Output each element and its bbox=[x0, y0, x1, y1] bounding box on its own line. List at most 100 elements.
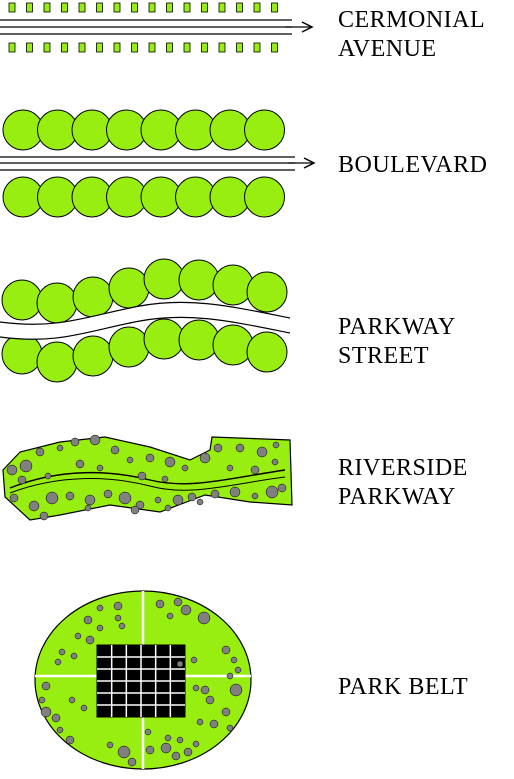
planter bbox=[61, 2, 68, 13]
boulder bbox=[180, 604, 192, 616]
tree bbox=[246, 331, 288, 373]
tree bbox=[143, 258, 185, 300]
boulder bbox=[96, 464, 104, 472]
boulder bbox=[41, 681, 51, 691]
boulder bbox=[118, 491, 132, 505]
boulder bbox=[19, 459, 33, 473]
boulder bbox=[221, 707, 231, 717]
boulder bbox=[89, 434, 101, 446]
boulder bbox=[68, 696, 76, 704]
park-belt-label: PARK BELT bbox=[338, 674, 469, 700]
boulder bbox=[271, 458, 279, 466]
tree bbox=[178, 259, 220, 301]
planter bbox=[166, 2, 173, 13]
tree bbox=[36, 282, 78, 324]
parkway-street-illustration bbox=[0, 258, 291, 383]
boulder bbox=[17, 475, 27, 485]
river-channel bbox=[9, 476, 286, 494]
boulder bbox=[210, 489, 220, 499]
tree bbox=[1, 333, 43, 375]
boulder bbox=[118, 622, 126, 630]
boulder bbox=[144, 728, 152, 736]
park-belt-illustration bbox=[34, 590, 252, 770]
boulder bbox=[234, 666, 242, 674]
boulder bbox=[96, 604, 104, 612]
tree bbox=[244, 176, 285, 218]
planter bbox=[253, 2, 261, 13]
boulder bbox=[272, 441, 280, 449]
boulder bbox=[58, 648, 66, 656]
boulder bbox=[127, 757, 137, 767]
planter bbox=[218, 42, 226, 53]
boulder bbox=[84, 504, 92, 512]
planter bbox=[26, 2, 33, 13]
boulder bbox=[96, 624, 104, 632]
boulder bbox=[277, 483, 287, 493]
boulder bbox=[154, 496, 162, 504]
boulder bbox=[38, 696, 46, 704]
boulder bbox=[229, 683, 243, 697]
tree bbox=[244, 109, 285, 151]
boulder bbox=[40, 706, 52, 718]
planter bbox=[96, 2, 103, 13]
boulevard-illustration bbox=[0, 109, 316, 218]
planter bbox=[8, 2, 16, 13]
ceremonial-avenue-label-line2: AVENUE bbox=[338, 36, 437, 62]
boulder bbox=[205, 695, 215, 705]
boulder bbox=[265, 485, 279, 499]
boulder bbox=[200, 685, 210, 695]
boulder bbox=[51, 713, 61, 723]
boulder bbox=[164, 456, 176, 468]
boulder bbox=[145, 745, 155, 755]
boulder bbox=[183, 747, 193, 757]
boulder bbox=[187, 492, 197, 502]
tree bbox=[72, 276, 114, 318]
tree bbox=[1, 279, 43, 321]
boulder bbox=[155, 599, 165, 609]
boulder bbox=[181, 464, 189, 472]
boulder bbox=[83, 615, 93, 625]
arrow-head bbox=[301, 21, 314, 33]
boulder bbox=[250, 465, 260, 475]
boulder bbox=[56, 726, 64, 734]
boulder bbox=[160, 742, 172, 754]
tree bbox=[212, 264, 254, 306]
boulder bbox=[230, 656, 238, 664]
boulder bbox=[226, 464, 234, 472]
boulder bbox=[192, 740, 200, 748]
planter bbox=[201, 42, 208, 53]
boulder bbox=[39, 511, 49, 521]
boulder bbox=[173, 597, 183, 607]
boulder bbox=[199, 452, 211, 464]
boulder bbox=[44, 472, 52, 480]
planter bbox=[78, 2, 86, 13]
tree bbox=[212, 324, 254, 366]
planter bbox=[218, 2, 226, 13]
boulder bbox=[80, 704, 88, 712]
boulder bbox=[164, 504, 172, 512]
boulder bbox=[117, 745, 131, 759]
planter bbox=[201, 2, 208, 13]
planter bbox=[113, 2, 121, 13]
boulder bbox=[56, 444, 64, 452]
planter bbox=[43, 42, 51, 53]
planter bbox=[183, 2, 191, 13]
boulder bbox=[45, 491, 59, 505]
boulder bbox=[54, 658, 62, 666]
tree bbox=[108, 326, 150, 368]
boulder bbox=[137, 471, 147, 481]
boulder bbox=[192, 684, 200, 692]
planter bbox=[148, 2, 156, 13]
boulder bbox=[196, 498, 204, 506]
boulder bbox=[166, 612, 174, 620]
planter bbox=[183, 42, 191, 53]
boulder bbox=[176, 736, 184, 744]
boulder bbox=[221, 645, 231, 655]
planter bbox=[61, 42, 68, 53]
planter bbox=[253, 42, 261, 53]
tree bbox=[36, 341, 78, 383]
boulder bbox=[103, 489, 113, 499]
boulder bbox=[70, 437, 80, 447]
road-surface bbox=[0, 302, 290, 340]
boulder bbox=[197, 611, 211, 625]
